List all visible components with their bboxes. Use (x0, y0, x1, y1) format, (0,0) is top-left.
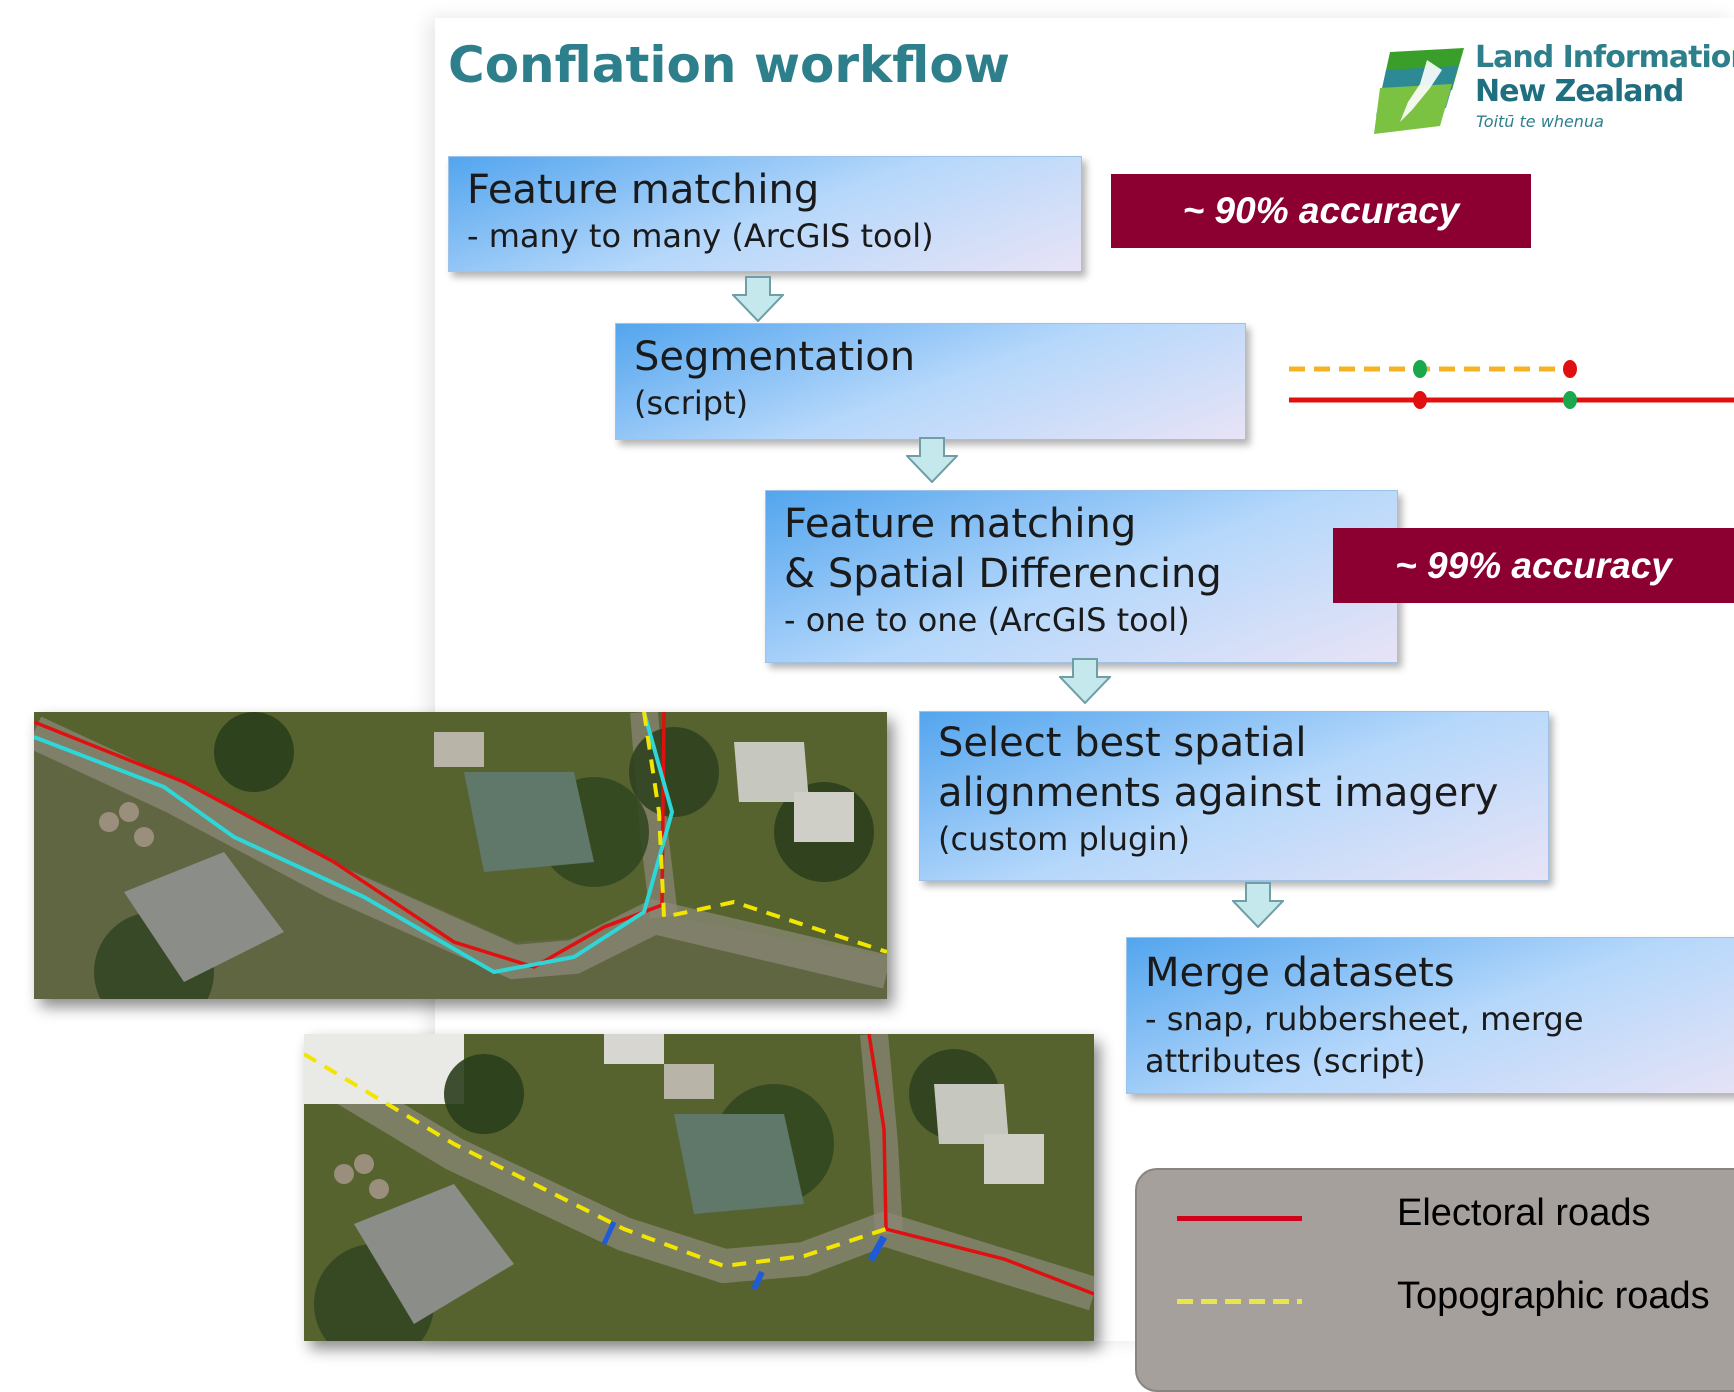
step-feature-matching-one: Feature matching & Spatial Differencing … (765, 490, 1398, 663)
step-feature-matching-many: Feature matching - many to many (ArcGIS … (448, 156, 1082, 272)
step-merge-datasets: Merge datasets - snap, rubbersheet, merg… (1126, 937, 1734, 1094)
aerial-image-before (34, 712, 887, 999)
logo-line-2: New Zealand (1475, 74, 1684, 109)
legend-label: Topographic roads (1397, 1275, 1710, 1317)
step-title-line-1: Select best spatial (938, 720, 1307, 766)
step-subtitle-line-1: - snap, rubbersheet, merge (1145, 1000, 1584, 1038)
aerial-image-before-graphic (34, 712, 887, 999)
topographic-road-line (304, 1052, 887, 1269)
legend: Electoral roads Topographic roads (1135, 1168, 1734, 1392)
logo-line-3: Toitū te whenua (1476, 112, 1604, 131)
step-title-line-1: Feature matching (784, 501, 1137, 547)
step-select-alignments: Select best spatial alignments against i… (919, 711, 1549, 881)
legend-label: Electoral roads (1397, 1192, 1651, 1234)
step-title-line-2: & Spatial Differencing (784, 551, 1222, 597)
down-arrow-icon (1232, 882, 1284, 928)
step-title: Segmentation (634, 334, 916, 380)
topographic-road-swatch (1177, 1299, 1302, 1304)
legend-item-electoral: Electoral roads (1137, 1192, 1734, 1242)
down-arrow-icon (732, 276, 784, 322)
nz-map-logo-icon (1374, 48, 1464, 134)
step-title-line-2: alignments against imagery (938, 770, 1499, 816)
segmentation-line-diagram (1289, 360, 1734, 409)
legend-item-topographic: Topographic roads (1137, 1275, 1734, 1325)
segment-point-red (1413, 391, 1427, 409)
snap-arrow-icon (601, 1220, 617, 1246)
down-arrow-icon (1059, 658, 1111, 704)
step-subtitle-line-2: attributes (script) (1145, 1042, 1426, 1080)
segment-point-green (1413, 360, 1427, 378)
segment-point-green (1563, 391, 1577, 409)
down-arrow-icon (906, 437, 958, 483)
aerial-image-after (304, 1034, 1094, 1341)
snap-arrow-icon (751, 1270, 765, 1291)
linz-logo: Land Information New Zealand Toitū te wh… (1372, 40, 1734, 140)
step-title: Feature matching (467, 167, 820, 213)
accuracy-badge-99: ~ 99% accuracy (1333, 528, 1734, 603)
electoral-road-line (34, 712, 666, 969)
slide-title: Conflation workflow (448, 36, 1010, 94)
electoral-road-line (867, 1034, 1094, 1296)
segment-point-red (1563, 360, 1577, 378)
logo-line-1: Land Information (1475, 40, 1734, 75)
snap-arrow-icon (867, 1235, 888, 1262)
step-segmentation: Segmentation (script) (615, 323, 1246, 440)
electoral-road-swatch (1177, 1216, 1302, 1221)
step-title: Merge datasets (1145, 950, 1455, 996)
step-subtitle: - many to many (ArcGIS tool) (467, 217, 934, 255)
step-subtitle: (script) (634, 384, 749, 422)
step-subtitle: - one to one (ArcGIS tool) (784, 601, 1190, 639)
aerial-image-after-graphic (304, 1034, 1094, 1341)
step-subtitle: (custom plugin) (938, 820, 1190, 858)
candidate-road-line (34, 712, 675, 975)
accuracy-badge-90: ~ 90% accuracy (1111, 174, 1531, 248)
